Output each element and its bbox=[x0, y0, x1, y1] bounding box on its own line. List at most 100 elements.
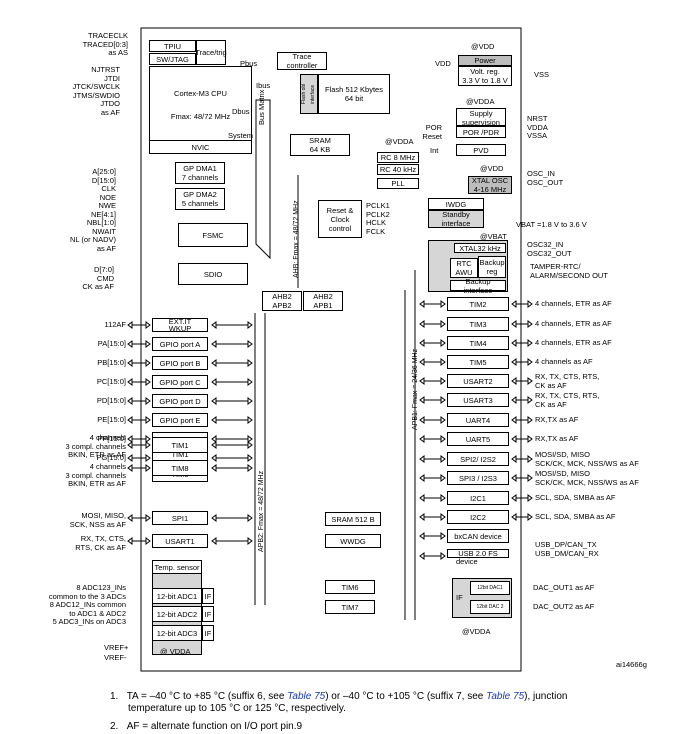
arrow-head bbox=[440, 532, 446, 540]
adc3-if: IF bbox=[202, 625, 214, 641]
arrow-head bbox=[127, 340, 133, 348]
apb1-tim4-block: TIM4 bbox=[447, 336, 509, 350]
arrow-head bbox=[419, 396, 425, 404]
ibus-label: Ibus bbox=[256, 81, 271, 90]
arrow-head bbox=[247, 441, 253, 449]
xtal32-block: XTAL32 kHz bbox=[454, 243, 506, 253]
vbat-range-label: VBAT =1.8 V to 3.6 V bbox=[516, 220, 587, 229]
arrow-head bbox=[440, 396, 446, 404]
arrow-head bbox=[440, 552, 446, 560]
ahb-label: AHB: Fmax = 48/72 MHz bbox=[293, 200, 300, 278]
apb1-2-signals: 4 channels, ETR as AF bbox=[535, 338, 612, 347]
arrow-head bbox=[145, 464, 151, 472]
adc2-if: IF bbox=[202, 606, 214, 622]
arrow-head bbox=[440, 377, 446, 385]
apb1-bxcan-device-block: bxCAN device bbox=[447, 529, 509, 543]
backup-vbat-label: @VBAT bbox=[480, 232, 507, 241]
dac2-block: 12bit DAC 2 bbox=[470, 600, 510, 614]
vref-minus: VREF- bbox=[104, 653, 127, 662]
apb1-tim3-block: TIM3 bbox=[447, 317, 509, 331]
arrow-head bbox=[419, 532, 425, 540]
arrow-head bbox=[127, 378, 133, 386]
iwdg-block: IWDG bbox=[428, 198, 484, 210]
arrow-head bbox=[211, 464, 217, 472]
adc1-block: 12-bit ADC1 bbox=[152, 588, 202, 604]
bus-matrix-label: Bus Matrix bbox=[257, 89, 266, 125]
arrow-head bbox=[527, 416, 533, 424]
apb1-tim2-block: TIM2 bbox=[447, 297, 509, 311]
arrow-head bbox=[211, 514, 217, 522]
arrow-head bbox=[247, 435, 253, 443]
table75-link-2[interactable]: Table 75 bbox=[486, 691, 525, 702]
arrow-head bbox=[247, 378, 253, 386]
arrow-head bbox=[211, 321, 217, 329]
table75-link-1[interactable]: Table 75 bbox=[287, 691, 326, 702]
arrow-head bbox=[527, 396, 533, 404]
apb1-5-signals: RX, TX, CTS, RTS,CK as AF bbox=[535, 391, 600, 409]
adc-vdda-label: @ VDDA bbox=[160, 647, 191, 656]
wwdg-block: WWDG bbox=[325, 534, 381, 548]
apb1-4-signals: RX, TX, CTS, RTS,CK as AF bbox=[535, 372, 600, 390]
apb1-3-signals: 4 channels as AF bbox=[535, 357, 593, 366]
arrow-head bbox=[527, 300, 533, 308]
arrow-head bbox=[145, 340, 151, 348]
apb2-label: APB2: Fmax = 48/72 MHz bbox=[258, 470, 265, 552]
system-label: System bbox=[228, 131, 254, 140]
apb1-6-signals: RX,TX as AF bbox=[535, 415, 579, 424]
arrow-head bbox=[511, 396, 517, 404]
cpu-label: Cortex-M3 CPU bbox=[174, 89, 227, 98]
vss-pin: VSS bbox=[534, 70, 550, 79]
usart1-block: USART1 bbox=[152, 534, 208, 548]
arrow-head bbox=[527, 377, 533, 385]
arrow-head bbox=[511, 513, 517, 521]
tim7-block: TIM7 bbox=[325, 600, 375, 614]
apb1-spi3-i2s3-block: SPI3 / I2S3 bbox=[447, 471, 509, 485]
apb1-10-signals: SCL, SDA, SMBA as AF bbox=[535, 493, 616, 502]
bus-matrix-shape bbox=[255, 99, 271, 260]
arrow-head bbox=[419, 339, 425, 347]
arrow-head bbox=[211, 454, 217, 462]
arrow-head bbox=[247, 321, 253, 329]
arrow-head bbox=[127, 416, 133, 424]
arrow-head bbox=[247, 514, 253, 522]
int-label: Int bbox=[430, 146, 439, 155]
arrow-head bbox=[145, 359, 151, 367]
arrow-head bbox=[127, 359, 133, 367]
arrow-head bbox=[440, 339, 446, 347]
dac-out1: DAC_OUT1 as AF bbox=[533, 583, 595, 592]
dbus-label: Dbus bbox=[232, 107, 250, 116]
figure-id: ai14666g bbox=[616, 660, 647, 669]
swjtag-block: SW/JTAG bbox=[149, 53, 196, 65]
chip-outline bbox=[140, 27, 522, 672]
power-label-box: Power bbox=[458, 55, 512, 66]
apb1-1-signals: 4 channels, ETR as AF bbox=[535, 319, 612, 328]
cpu-block: Cortex-M3 CPU Fmax: 48/72 MHz bbox=[149, 66, 252, 154]
arrow-head bbox=[511, 494, 517, 502]
arrow-head bbox=[527, 455, 533, 463]
arrow-head bbox=[511, 377, 517, 385]
arrow-head bbox=[211, 441, 217, 449]
arrow-head bbox=[145, 441, 151, 449]
arrow-head bbox=[211, 359, 217, 367]
arrow-head bbox=[440, 494, 446, 502]
gpio-port-d: GPIO port D bbox=[152, 394, 208, 408]
gpio-port-f-pins: PF[15:0] bbox=[97, 434, 126, 443]
arrow-head bbox=[419, 513, 425, 521]
voltage-regulator-block: Volt. reg.3.3 V to 1.8 V bbox=[458, 66, 512, 86]
arrow-head bbox=[127, 537, 133, 545]
rc-vdda-label: @VDDA bbox=[385, 137, 414, 146]
arrow-head bbox=[527, 320, 533, 328]
trace-trig-block: Trace/trig bbox=[195, 40, 227, 65]
